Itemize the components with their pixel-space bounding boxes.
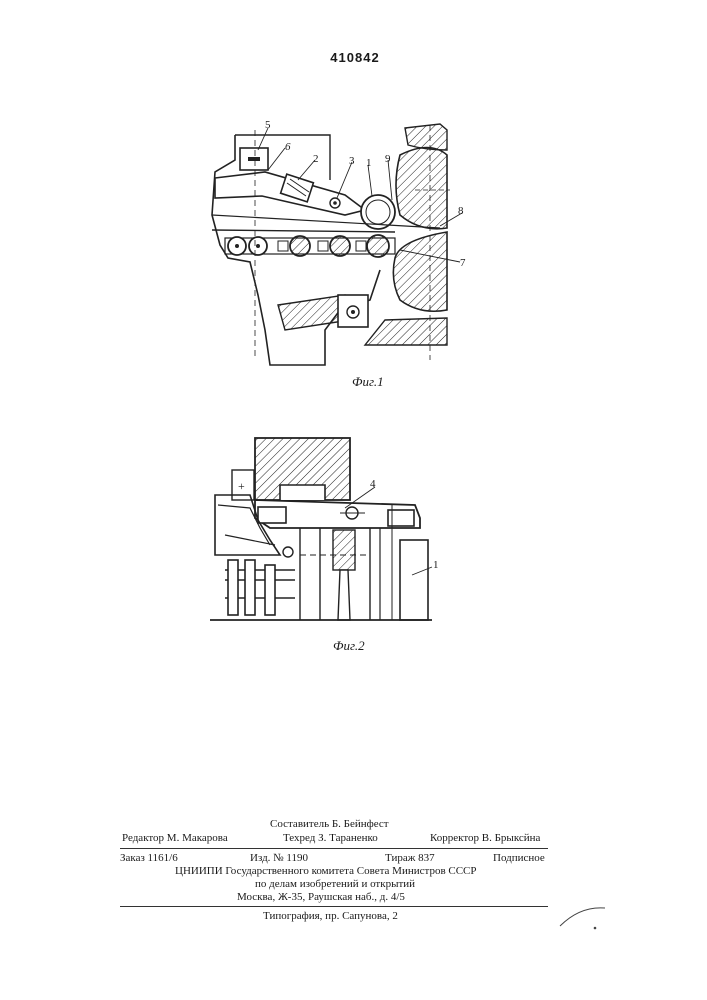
label-7: 7 <box>460 257 466 269</box>
editor-line: Редактор М. Макарова <box>122 831 228 845</box>
column-hatched <box>333 530 355 570</box>
institute-line-3: Москва, Ж-35, Раушская наб., д. 4/5 <box>237 890 405 904</box>
issue-line: Изд. № 1190 <box>250 851 308 865</box>
separator-rule <box>120 848 548 849</box>
subscription-line: Подписное <box>493 851 545 865</box>
roller-d <box>330 236 350 256</box>
upper-mill-roll <box>396 148 447 229</box>
figure-2-caption: Фиг.2 <box>333 638 365 654</box>
circulation-line: Тираж 837 <box>385 851 435 865</box>
figure-2-drawing: + 4 1 <box>205 430 445 630</box>
label-2: 2 <box>313 153 319 165</box>
label-plus: + <box>238 479 245 493</box>
upper-roll-top <box>405 124 447 150</box>
institute-line-1: ЦНИИПИ Государственного комитета Совета … <box>175 864 477 878</box>
figure-1-drawing: 5 6 2 3 1 9 8 7 <box>200 110 470 380</box>
figure-1-caption: Фиг.1 <box>352 374 384 390</box>
label-9: 9 <box>385 153 391 165</box>
label-4: 4 <box>370 478 376 490</box>
separator-rule-2 <box>120 906 548 907</box>
institute-line-2: по делам изобретений и открытий <box>255 877 415 891</box>
order-line: Заказ 1161/6 <box>120 851 178 865</box>
label-5: 5 <box>265 119 271 131</box>
compiler-line: Составитель Б. Бейнфест <box>270 817 389 831</box>
roller-e <box>367 235 389 257</box>
printer-line: Типография, пр. Сапунова, 2 <box>263 909 398 923</box>
label-1: 1 <box>366 157 372 169</box>
label-6: 6 <box>285 141 291 153</box>
patent-number: 410842 <box>300 50 410 65</box>
corrector-line: Корректор В. Брыксйна <box>430 831 540 845</box>
lower-roll-tail <box>365 318 447 345</box>
column-1 <box>400 540 428 620</box>
label-3: 3 <box>349 155 355 167</box>
part-5-inner <box>248 157 260 161</box>
scan-mark <box>555 898 615 938</box>
label-1-fig2: 1 <box>433 559 439 571</box>
roller-c <box>290 236 310 256</box>
lower-mill-roll <box>393 232 447 311</box>
techred-line: Техред З. Тараненко <box>283 831 378 845</box>
label-8: 8 <box>458 205 464 217</box>
